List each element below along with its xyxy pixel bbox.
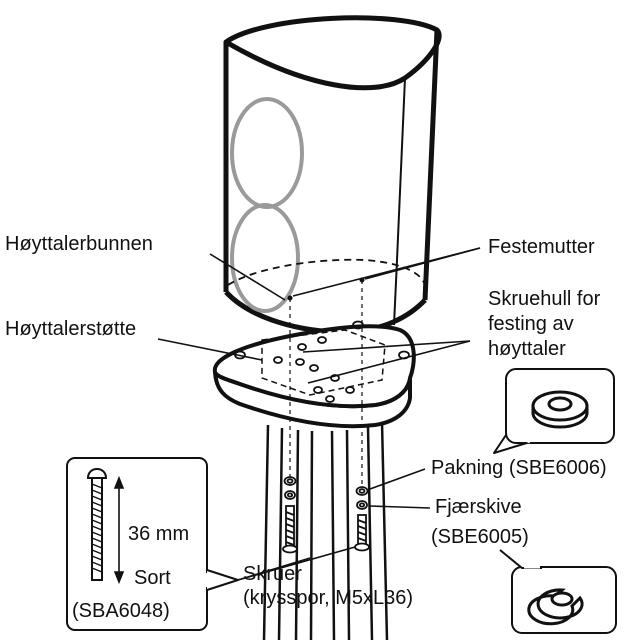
right-spring-washer	[356, 500, 368, 510]
label-screw-hole-line2: festing av	[488, 313, 574, 335]
screw-detail-icon	[86, 468, 108, 581]
label-spring-washer-line1: Fjærskive	[435, 496, 522, 518]
label-screw-length: 36 mm	[128, 523, 189, 545]
spring-washer-callout	[499, 549, 617, 634]
label-screw-color: Sort	[134, 567, 171, 589]
label-screws-line2: (krysspor, M5xL36)	[243, 587, 413, 609]
label-screw-hole-line3: høyttaler	[488, 338, 566, 360]
left-spring-washer	[284, 490, 296, 500]
spring-washer-icon	[527, 588, 584, 626]
label-screws-line1: Skruer	[243, 563, 302, 585]
label-screw-hole-line1: Skruehull for	[488, 288, 601, 310]
woofer-lower	[230, 203, 300, 313]
left-screw-stack	[282, 476, 298, 554]
speaker-top-outline	[223, 15, 442, 91]
label-spring-washer-line2: (SBE6005)	[431, 526, 529, 548]
washer-callout	[493, 368, 615, 454]
speaker-stand	[212, 320, 416, 429]
speaker-enclosure	[223, 15, 442, 335]
left-washer	[283, 476, 297, 486]
stand-platform-top	[212, 324, 416, 409]
length-dimension	[113, 475, 125, 585]
label-screw-part-no: (SBA6048)	[72, 600, 170, 622]
assembly-axis-lines	[289, 280, 363, 490]
label-speaker-stand: Høyttalerstøtte	[5, 318, 136, 340]
label-fixing-nut: Festemutter	[488, 236, 595, 258]
speaker-base-hidden-outline	[227, 258, 426, 291]
leader-lines	[157, 247, 481, 581]
right-screw-stack	[354, 486, 370, 552]
washer-icon	[531, 390, 589, 429]
speaker-front-right-edge	[393, 77, 406, 326]
right-washer	[355, 486, 369, 496]
stand-platform-hidden-recess	[261, 329, 386, 396]
label-washer: Pakning (SBE6006)	[431, 457, 607, 479]
label-speaker-base: Høyttalerbunnen	[5, 233, 153, 255]
screw-detail-inset	[66, 457, 239, 631]
stand-legs	[262, 421, 389, 640]
speaker-right-edge	[422, 29, 440, 301]
